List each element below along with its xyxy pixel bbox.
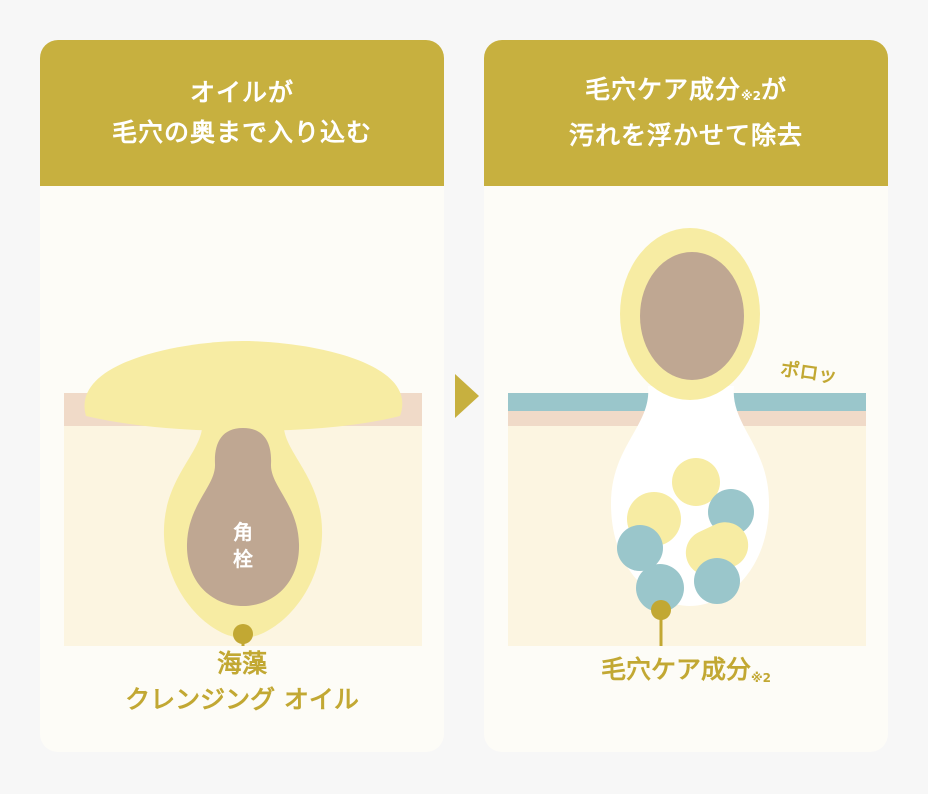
plug-label-line2: 栓: [233, 547, 253, 571]
care-particle: [694, 558, 740, 604]
care-particle: [672, 458, 720, 506]
title-note: ※2: [740, 89, 761, 103]
pore-care-caption: 毛穴ケア成分※2: [600, 655, 772, 685]
care-particle: [636, 564, 684, 612]
oil-penetration-panel: オイルが 毛穴の奥まで入り込む 角 栓 海藻 クレンジング オイル: [40, 40, 444, 752]
panel-title-line2: 毛穴の奥まで入り込む: [111, 118, 372, 147]
caption-line1: 海藻: [216, 649, 267, 678]
plug-label-line1: 角: [233, 520, 253, 544]
panel-title-line1: オイルが: [189, 78, 294, 107]
pointer-dot: [233, 624, 253, 644]
next-step-arrow-icon: [455, 374, 479, 418]
sound-effect-label: ポロッ: [779, 357, 839, 388]
care-particle: [685, 522, 749, 576]
care-particle: [617, 525, 663, 571]
panel-title-line2: 汚れを浮かせて除去: [568, 121, 803, 150]
pore-cleansing-panel: 毛穴ケア成分※2が 汚れを浮かせて除去 ポロッ 毛穴ケア成分※2: [484, 40, 888, 752]
pore-oil-diagram: 角 栓: [64, 341, 422, 646]
oil-caption: 海藻 クレンジング オイル: [40, 646, 444, 718]
pore-cleansing-diagram: ポロッ: [508, 228, 866, 646]
caption-note: ※2: [751, 671, 772, 685]
caption-line2: クレンジング オイル: [125, 685, 359, 714]
sebum-plug: [186, 428, 300, 606]
pointer-dot: [651, 600, 671, 620]
panel-header: 毛穴ケア成分※2が 汚れを浮かせて除去: [484, 40, 888, 186]
panel-header: オイルが 毛穴の奥まで入り込む: [40, 40, 444, 186]
lifted-sebum-plug: [640, 252, 744, 380]
oil-surface: [84, 341, 403, 431]
panel-title-line1: 毛穴ケア成分※2が: [584, 75, 788, 104]
